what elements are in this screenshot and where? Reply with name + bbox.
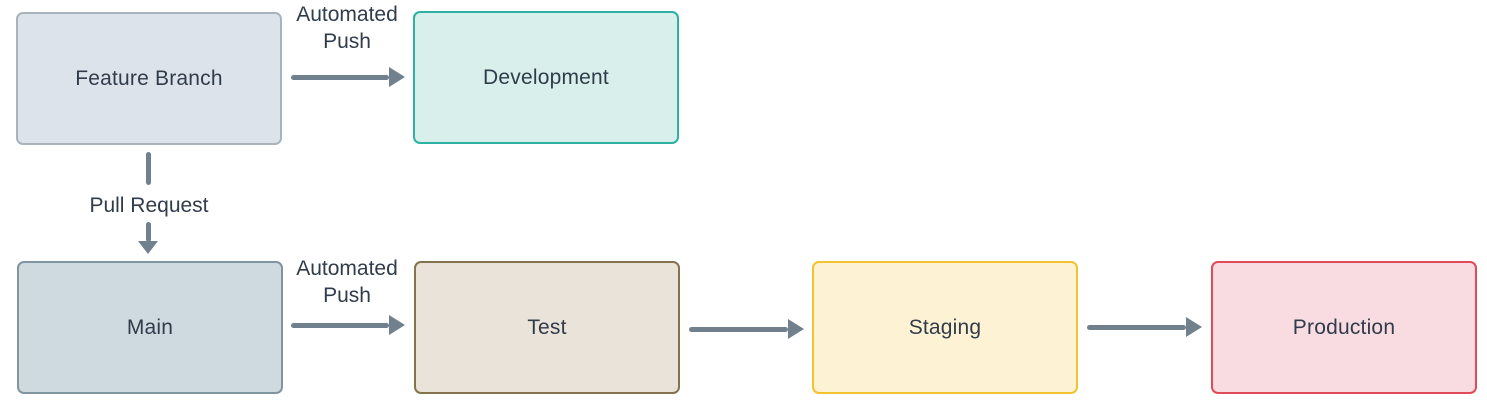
arrow-staging-to-production <box>1087 325 1186 330</box>
arrow-feature-to-development <box>291 75 389 80</box>
arrow-main-to-test <box>291 323 389 328</box>
arrowhead-right-icon <box>788 319 804 339</box>
edge-label-automated-push-top: Automated Push <box>296 3 398 53</box>
node-production: Production <box>1211 261 1477 394</box>
node-test: Test <box>414 261 680 394</box>
node-feature-branch: Feature Branch <box>16 12 282 145</box>
node-production-label: Production <box>1292 315 1396 339</box>
node-staging: Staging <box>812 261 1078 394</box>
node-main-label: Main <box>126 315 174 339</box>
edge-label-pull-request: Pull Request <box>89 194 209 217</box>
arrowhead-down-icon <box>138 241 158 254</box>
arrowhead-right-icon <box>389 315 405 335</box>
arrow-test-to-staging <box>689 327 788 332</box>
arrowhead-right-icon <box>1186 317 1202 337</box>
arrowhead-right-icon <box>389 67 405 87</box>
node-development: Development <box>413 11 679 144</box>
node-feature-branch-label: Feature Branch <box>75 66 223 90</box>
node-staging-label: Staging <box>908 315 982 339</box>
edge-label-automated-push-bottom: Automated Push <box>296 257 398 307</box>
arrow-feature-to-main-segment <box>146 152 151 185</box>
node-test-label: Test <box>527 315 567 339</box>
arrow-feature-to-main-segment <box>146 222 151 242</box>
node-main: Main <box>17 261 283 394</box>
node-development-label: Development <box>483 65 609 89</box>
